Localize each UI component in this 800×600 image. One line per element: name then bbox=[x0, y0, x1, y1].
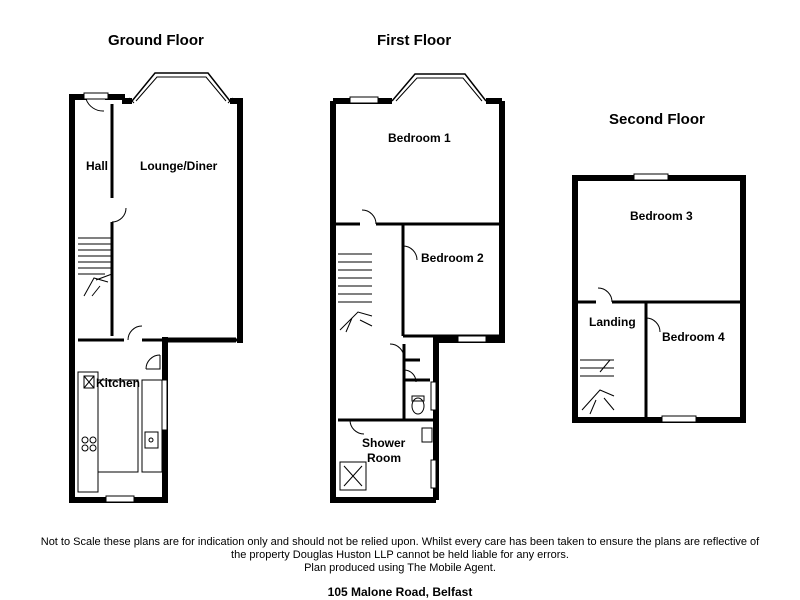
room-label-kitchen: Kitchen bbox=[96, 376, 141, 390]
first-floor-title: First Floor bbox=[377, 32, 452, 49]
disclaimer-line-3: Plan produced using The Mobile Agent. bbox=[304, 562, 496, 574]
room-label-bedroom-3: Bedroom 3 bbox=[630, 209, 693, 223]
ground-floor-plan bbox=[69, 72, 243, 503]
room-label-shower-line1: Shower bbox=[362, 436, 406, 450]
room-label-shower-line2: Room bbox=[367, 451, 401, 465]
second-floor-plan bbox=[572, 173, 746, 423]
second-floor-title: Second Floor bbox=[609, 111, 705, 128]
room-label-lounge-diner: Lounge/Diner bbox=[140, 159, 218, 173]
disclaimer-line-1: Not to Scale these plans are for indicat… bbox=[40, 536, 760, 548]
ground-floor-title: Ground Floor bbox=[108, 32, 204, 49]
first-floor-plan bbox=[330, 73, 505, 503]
room-label-bedroom-2: Bedroom 2 bbox=[421, 251, 484, 265]
room-label-bedroom-1: Bedroom 1 bbox=[388, 131, 451, 145]
disclaimer-line-2: the property Douglas Huston LLP cannot b… bbox=[231, 549, 569, 561]
room-label-bedroom-4: Bedroom 4 bbox=[662, 330, 725, 344]
room-label-hall: Hall bbox=[86, 159, 109, 173]
property-address: 105 Malone Road, Belfast bbox=[327, 585, 473, 599]
room-label-landing: Landing bbox=[589, 315, 636, 329]
